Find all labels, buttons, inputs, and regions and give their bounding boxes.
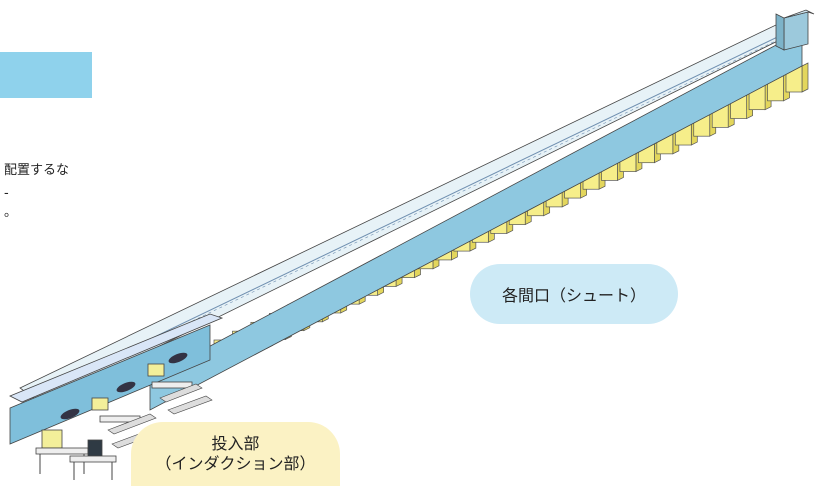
- induction-workstation: [91, 397, 173, 449]
- end-cabinet-front: [783, 11, 809, 51]
- chute-label: 各間口（シュート）: [470, 264, 678, 324]
- induction-hatch: [116, 381, 136, 393]
- conveyor-side: [149, 43, 803, 411]
- induction-label-line2: （インダクション部）: [155, 454, 316, 473]
- body-text-line: 配置するな: [4, 163, 70, 178]
- end-cabinet-side: [775, 13, 785, 51]
- induction-hatch: [168, 352, 188, 364]
- body-text-line: 。: [4, 205, 18, 220]
- section-header-bar: [0, 52, 92, 98]
- chute-box-side: [801, 62, 809, 93]
- end-cabinet-top: [783, 9, 815, 19]
- body-text-line: -: [4, 186, 9, 201]
- chute-label-text: 各間口（シュート）: [501, 286, 646, 305]
- induction-label: 投入部 （インダクション部）: [131, 422, 340, 486]
- induction-label-line1: 投入部: [211, 434, 260, 453]
- induction-workstation: [35, 429, 89, 474]
- induction-section-side: [9, 324, 211, 445]
- induction-workstation: [147, 363, 213, 415]
- induction-hatch: [60, 408, 80, 420]
- induction-section-top: [9, 313, 224, 403]
- induction-workstation: [69, 439, 117, 480]
